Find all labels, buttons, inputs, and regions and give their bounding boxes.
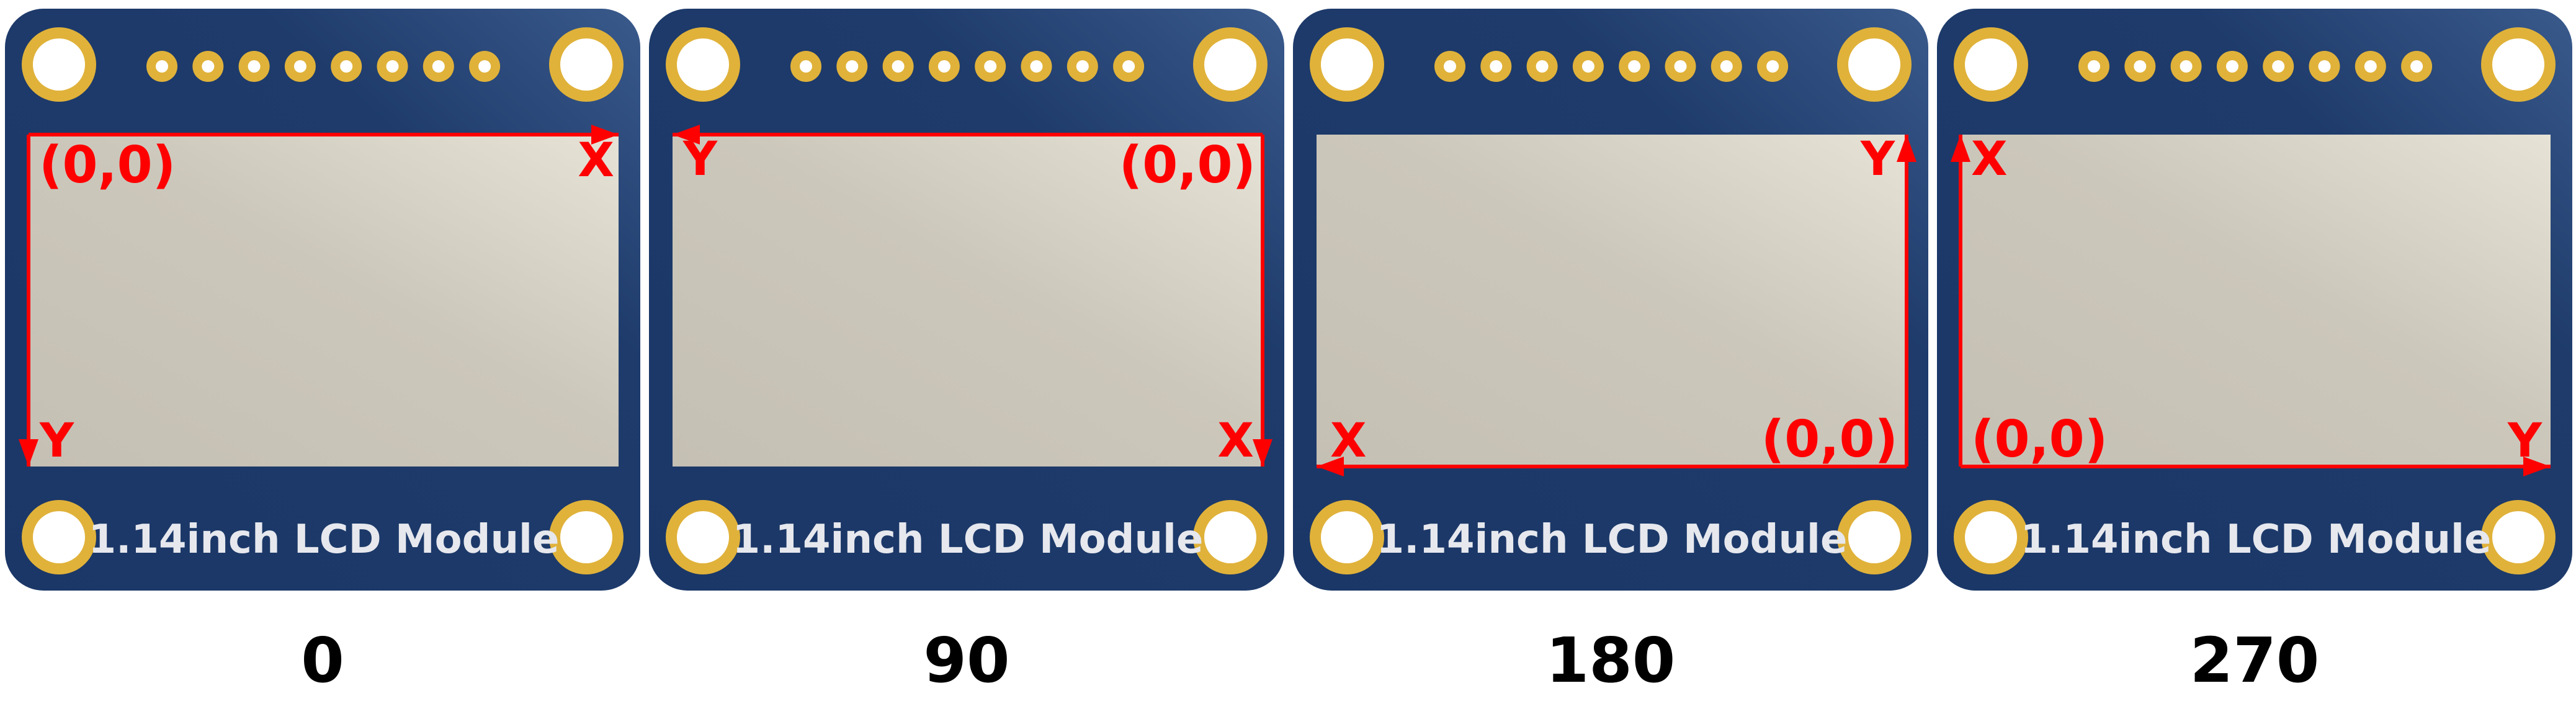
mounting-hole-icon [1193,500,1268,574]
mounting-hole-icon [1837,500,1912,574]
y-axis-arrow [673,125,1263,145]
rotation-caption-180: 180 [1545,624,1676,697]
header-pin-icon [928,51,960,82]
mounting-hole-icon [549,27,624,102]
mounting-hole-icon [1310,500,1384,574]
y-axis-label: Y [1860,131,1895,186]
origin-label: (0,0) [1971,410,2108,469]
header-pin-icon [1526,51,1558,82]
mounting-hole-icon [1954,27,2028,102]
rotation-caption-0: 0 [301,624,344,697]
y-axis-label: Y [39,413,74,468]
header-pin-icon [2170,51,2202,82]
rotation-caption-90: 90 [923,624,1010,697]
header-pin-icon [423,51,454,82]
y-axis-arrow [1961,457,2551,476]
header-pin-icon [192,51,224,82]
mounting-hole-icon [22,500,96,574]
mounting-hole-icon [2481,500,2556,574]
origin-label: (0,0) [1119,136,1256,195]
lcd-screen [1961,135,2551,467]
mounting-hole-icon [2481,27,2556,102]
header-pin-icon [2216,51,2248,82]
header-pin-icon [975,51,1006,82]
header-pin-icon [238,51,270,82]
mounting-hole-icon [1837,27,1912,102]
module-label: 1.14inch LCD Module [733,517,1204,563]
lcd-module-180: 1.14inch LCD Module Y X (0,0) [1293,9,1928,591]
lcd-module-90: 1.14inch LCD Module Y (0,0) X [649,9,1284,591]
module-label: 1.14inch LCD Module [89,517,560,563]
mounting-hole-icon [549,500,624,574]
mounting-hole-icon [1193,27,1268,102]
header-pin-icon [1711,51,1742,82]
header-pin-icon [331,51,362,82]
mounting-hole-icon [22,27,96,102]
header-pin-icon [1021,51,1052,82]
header-pin-icon [1665,51,1696,82]
x-axis-label: X [1217,413,1254,468]
lcd-screen [673,135,1263,467]
header-pin-icon [1480,51,1512,82]
x-axis-label: X [578,132,614,187]
header-pin-icon [1572,51,1604,82]
header-pin-icon [284,51,316,82]
module-label: 1.14inch LCD Module [2021,517,2492,563]
module-label: 1.14inch LCD Module [1377,517,1848,563]
x-axis-arrow [1253,135,1272,467]
header-pin-icon [2309,51,2340,82]
header-pin-icon [1067,51,1098,82]
x-axis-label: X [1330,413,1367,468]
mounting-hole-icon [1954,500,2028,574]
x-axis-arrow [1317,457,1907,476]
header-pin-icon [146,51,177,82]
lcd-screen [29,135,619,467]
mounting-hole-icon [1310,27,1384,102]
x-axis-arrow [29,125,619,145]
mounting-hole-icon [666,500,740,574]
lcd-screen [1317,135,1907,467]
header-pin-icon [2124,51,2156,82]
header-pin-icon [377,51,408,82]
y-axis-label: Y [2507,413,2542,468]
x-axis-arrow [1951,135,1970,467]
y-axis-arrow [1897,135,1916,467]
header-pin-icon [836,51,868,82]
y-axis-label: Y [682,131,718,186]
lcd-module-0: 1.14inch LCD Module (0,0) X Y [5,9,640,591]
header-pin-icon [2401,51,2433,82]
origin-label: (0,0) [1761,410,1898,469]
mounting-hole-icon [666,27,740,102]
origin-label: (0,0) [39,136,176,195]
header-pin-icon [790,51,821,82]
header-pin-icon [1757,51,1789,82]
header-pin-icon [2263,51,2294,82]
rotation-caption-270: 270 [2189,624,2320,697]
header-pin-icon [2078,51,2109,82]
header-pin-icon [1113,51,1145,82]
lcd-module-270: 1.14inch LCD Module X (0,0) Y [1937,9,2572,591]
header-pin-icon [2355,51,2386,82]
header-pin-icon [1434,51,1465,82]
header-pin-icon [882,51,914,82]
header-pin-icon [1619,51,1650,82]
header-pin-icon [469,51,501,82]
x-axis-label: X [1971,131,2008,186]
y-axis-arrow [19,135,38,467]
